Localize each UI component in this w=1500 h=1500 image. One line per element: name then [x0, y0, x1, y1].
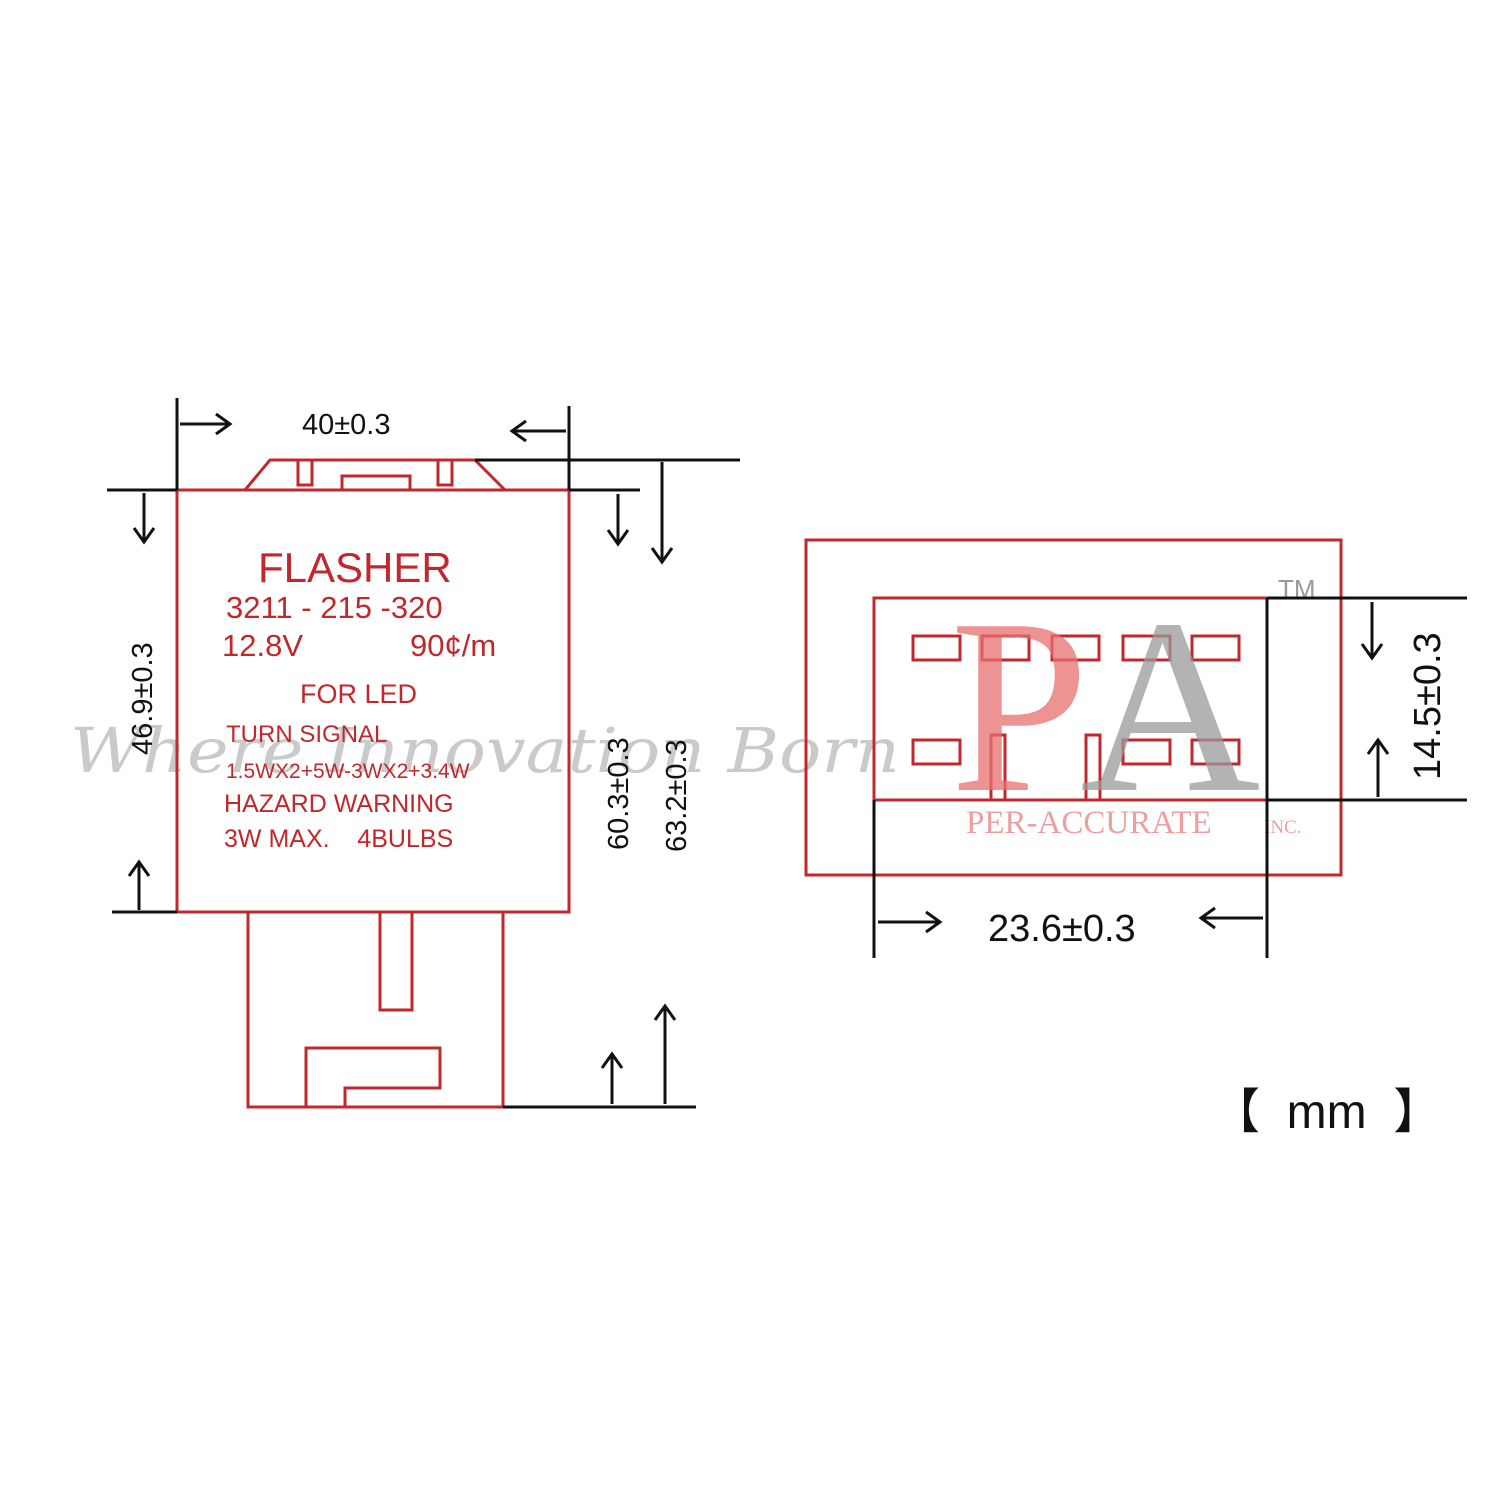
logo-company-name: PER-ACCURATE: [966, 805, 1212, 841]
dimension-lines-right: [872, 596, 1467, 958]
logo-company-suffix: INC.: [1264, 817, 1301, 838]
dimension-connector-height: 14.5±0.3: [1407, 632, 1449, 780]
label-part-number: 3211 - 215 -320: [226, 590, 443, 625]
flasher-outline: [175, 458, 571, 1109]
terminal-bottom-3: [1190, 738, 1241, 766]
dimension-width-top: 40±0.3: [302, 409, 391, 441]
terminal-top-4: [1121, 634, 1172, 662]
top-tab-slot-right: [436, 458, 454, 487]
label-title: FLASHER: [258, 544, 452, 591]
label-max: 3W MAX. 4BULBS: [224, 825, 453, 853]
terminal-bottom-1: [911, 738, 962, 766]
label-hazard: HAZARD WARNING: [224, 790, 454, 818]
label-for-led: FOR LED: [300, 679, 417, 709]
logo-letter-p: P: [950, 568, 1089, 845]
logo-letter-a: A: [1080, 568, 1261, 845]
terminal-top-1: [911, 634, 962, 662]
unit-label: 【 mm 】: [1212, 1086, 1441, 1139]
label-wattage: 1.5WX2+5W-3WX2+3.4W: [226, 760, 470, 783]
connector-outer-frame: [804, 538, 1343, 877]
dimension-height-mid: 60.3±0.3: [603, 737, 635, 850]
top-tab-center-slot: [340, 474, 412, 492]
terminal-bottom-pin-2: [1084, 733, 1102, 802]
bottom-latch: [304, 1046, 442, 1107]
terminal-bottom-pin-1: [989, 733, 1007, 802]
label-rate: 90¢/m: [410, 628, 496, 663]
terminal-top-2: [980, 634, 1031, 662]
dimension-lines-left: [107, 398, 740, 1109]
watermark-tagline: Where Innovation Born: [70, 714, 900, 787]
connector-outline: [804, 538, 1343, 877]
terminal-bottom-2: [1121, 738, 1172, 766]
bottom-pin: [378, 910, 414, 1012]
top-tab: [243, 458, 507, 492]
dimension-height-total: 63.2±0.3: [661, 739, 693, 852]
terminal-top-3: [1050, 634, 1101, 662]
terminal-top-5: [1190, 634, 1241, 662]
label-turn-signal: TURN SIGNAL: [226, 721, 387, 748]
flasher-body: [175, 488, 571, 914]
label-voltage: 12.8V: [222, 628, 303, 663]
dimension-connector-width: 23.6±0.3: [988, 908, 1136, 950]
bottom-housing: [246, 912, 505, 1109]
dimension-height-body: 46.9±0.3: [127, 642, 159, 755]
top-tab-slot-left: [296, 458, 314, 487]
